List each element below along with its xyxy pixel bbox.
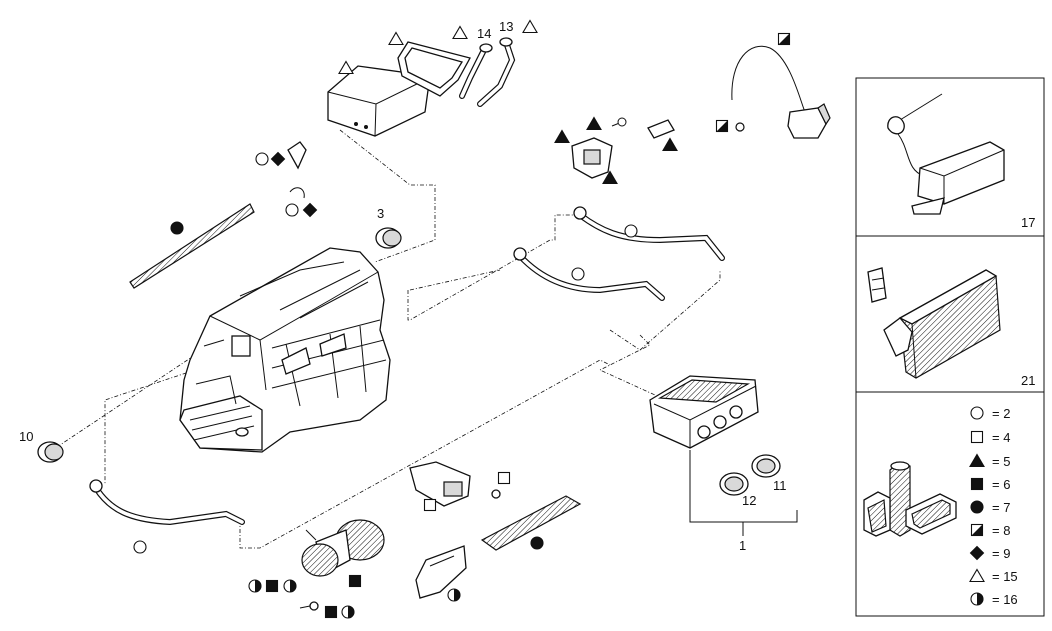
legend-item: = 7	[970, 500, 1010, 515]
legend-text: = 4	[992, 430, 1010, 445]
clip-lower	[289, 187, 305, 199]
legend-item: = 2	[970, 406, 1010, 421]
legend-item: = 9	[969, 545, 1010, 561]
screw	[611, 117, 627, 127]
callout-14: 14	[477, 26, 491, 41]
blower-resistor	[409, 461, 471, 507]
callout-11: 11	[773, 478, 787, 493]
screw-small	[491, 489, 501, 499]
legend-text: = 9	[992, 546, 1010, 561]
legend-text: = 16	[992, 592, 1018, 607]
sensor-plug	[647, 119, 675, 139]
legend-item: = 6	[970, 477, 1010, 492]
knob-11	[751, 454, 781, 478]
legend-text: = 6	[992, 477, 1010, 492]
coolant-pipe-upper	[573, 206, 725, 261]
leader-lines	[59, 129, 798, 549]
legend-text: = 2	[992, 406, 1010, 421]
callout-labels: 3 14 13 10 12 11 1	[19, 19, 787, 553]
blower-motor	[301, 519, 385, 577]
legend-item: = 4	[970, 430, 1010, 445]
legend-item: = 8	[970, 523, 1010, 538]
legend-illustration	[863, 461, 957, 537]
clip-upper	[287, 141, 307, 170]
callout-1: 1	[739, 538, 746, 553]
callout-13: 13	[499, 19, 513, 34]
legend-text: = 15	[992, 569, 1018, 584]
inset-panel-21: 21	[855, 235, 1045, 393]
legend-panel: = 2 = 4 = 5 = 6 = 7 = 8	[855, 391, 1045, 617]
legend-items: = 2 = 4 = 5 = 6 = 7 = 8	[969, 406, 1018, 607]
legend-text: = 5	[992, 454, 1010, 469]
climate-control-panel	[649, 375, 759, 449]
legend-item: = 16	[970, 592, 1018, 607]
knob-12	[719, 472, 749, 496]
evaporator-box	[327, 65, 431, 137]
air-duct-grille	[480, 495, 582, 551]
o-ring	[735, 122, 745, 132]
gasket-frame	[397, 41, 471, 97]
coolant-pipe-bottom	[89, 479, 245, 526]
pipe-13	[477, 37, 516, 107]
seal-ring-10	[37, 441, 64, 463]
sensor-with-wire	[731, 45, 831, 139]
flap-cover	[415, 545, 467, 599]
pipe-14	[459, 43, 493, 99]
callout-17: 17	[1021, 215, 1035, 230]
callout-3: 3	[377, 206, 384, 221]
callout-21: 21	[1021, 373, 1035, 388]
coolant-pipe-lower	[513, 247, 665, 301]
legend-text: = 7	[992, 500, 1010, 515]
screw-bottom	[299, 601, 319, 611]
legend-text: = 8	[992, 523, 1010, 538]
inset-panel-17: 17	[855, 77, 1045, 237]
pollen-filter	[129, 203, 255, 289]
actuator-motor	[571, 137, 613, 179]
legend-item: = 5	[969, 453, 1010, 469]
legend-item: = 15	[969, 568, 1018, 584]
callout-10: 10	[19, 429, 33, 444]
callout-12: 12	[742, 493, 756, 508]
heater-housing	[179, 247, 391, 453]
seal-ring-3	[375, 227, 402, 249]
